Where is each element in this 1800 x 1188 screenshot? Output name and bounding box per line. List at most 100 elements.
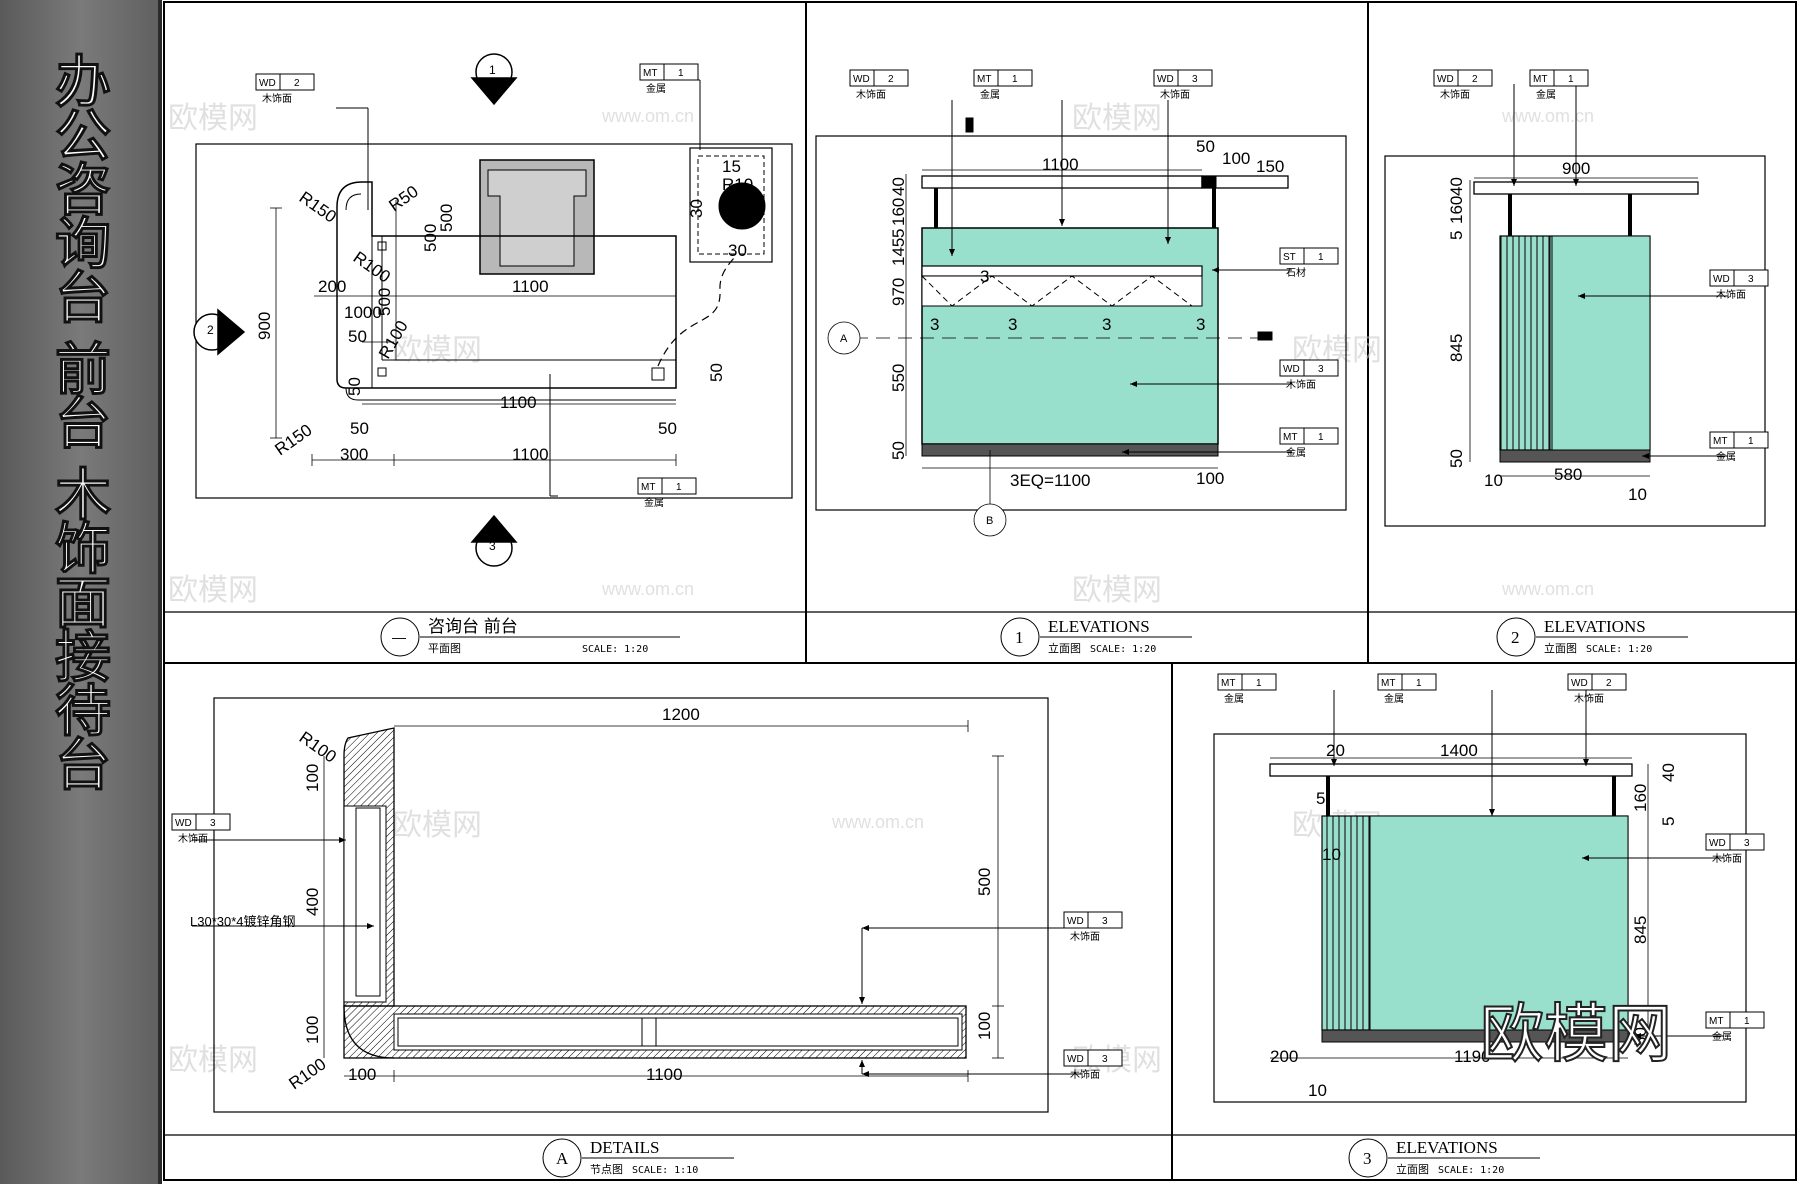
elev1-dim: 3 (1008, 315, 1017, 334)
tag-material: 木饰面 (1712, 852, 1742, 865)
elev1-dim: 40 (889, 177, 908, 196)
elev3-dim: 5 (1659, 817, 1678, 826)
panel-elev3 (1213, 690, 1747, 1103)
elev3-dim: 10 (1322, 845, 1341, 864)
tag-code: WD (1157, 74, 1174, 85)
panel-scale: SCALE: 1:20 (1586, 644, 1652, 655)
watermark: www.om.cn (601, 579, 694, 599)
elev1-dim: 145 (889, 238, 908, 266)
panel-subtitle: 立面图 (1048, 641, 1081, 655)
elev3-dim: 20 (1326, 741, 1345, 760)
plan-dim: 30 (728, 241, 747, 260)
details-dim: 400 (303, 888, 322, 916)
details-dim: 1200 (662, 705, 700, 724)
tag-material: 金属 (980, 88, 1000, 101)
plan-dim: 50 (707, 363, 726, 382)
panel-scale: SCALE: 1:20 (1090, 644, 1156, 655)
tag-code: MT (977, 74, 991, 85)
tag-material: 金属 (1536, 88, 1556, 101)
elev1-dim: 100 (1222, 149, 1250, 168)
tag-code: MT (1533, 74, 1547, 85)
tag-code: WD (1283, 364, 1300, 375)
elev2-dim: 160 (1447, 196, 1466, 224)
tag-material: 金属 (644, 496, 664, 509)
plan-dim: 300 (340, 445, 368, 464)
tag-code: MT (1713, 436, 1727, 447)
elev2-dim: 10 (1628, 485, 1647, 504)
section-marker-label: 1 (489, 63, 496, 77)
title-bubble: 1 (1015, 628, 1024, 647)
elev3-dim: 5 (1316, 789, 1325, 808)
tag-material: 木饰面 (856, 88, 886, 101)
tag-number: 1 (1748, 436, 1754, 447)
elev1-dim: 5 (889, 229, 908, 238)
plan-dim: 1000 (344, 303, 382, 322)
tag-code: WD (1067, 1054, 1084, 1065)
sheet-frame (163, 1, 1797, 1181)
elev2-dim: 845 (1447, 334, 1466, 362)
plan-dim: 50 (350, 419, 369, 438)
elev1-dim: 50 (889, 441, 908, 460)
tag-material: 木饰面 (1716, 288, 1746, 301)
tag-material: 木饰面 (1160, 88, 1190, 101)
panel-details (192, 697, 1082, 1113)
elev3-dim: 50 (1631, 1027, 1650, 1046)
title-bubble: 3 (1363, 1149, 1372, 1168)
tag-number: 1 (1318, 432, 1324, 443)
panel-scale: SCALE: 1:20 (1438, 1165, 1504, 1176)
watermark: 欧模网 (168, 574, 258, 607)
tag-number: 3 (1748, 274, 1754, 285)
elev1-dim: 550 (889, 364, 908, 392)
panel-scale: SCALE: 1:20 (582, 644, 648, 655)
elev1-dim: 3EQ=1100 (1010, 471, 1091, 490)
sidebar-title: 办公咨询台 前台 木饰面接待台 (46, 52, 111, 791)
plan-dim: R150 (296, 188, 340, 227)
plan-dim: R10 (722, 175, 753, 194)
tag-material: 木饰面 (178, 832, 208, 845)
elev1-dims: 1100 50 100 150 40 160 5 145 970 550 50 … (840, 137, 1284, 527)
plan-dim: 1100 (512, 445, 549, 464)
elev1-dim: 1100 (1042, 155, 1079, 174)
tag-number: 1 (1318, 252, 1324, 263)
tag-material: 木饰面 (262, 92, 292, 105)
tag-code: MT (1221, 678, 1235, 689)
tag-number: 1 (1012, 74, 1018, 85)
drawing-sheet: 欧模网 www.om.cn 欧模网 www.om.cn 欧模网 欧模网 欧模网 … (162, 0, 1800, 1184)
tag-material: 金属 (1716, 450, 1736, 463)
panel-subtitle: 节点图 (590, 1163, 623, 1176)
title-bubble: — (392, 629, 406, 645)
tag-code: WD (259, 78, 276, 89)
tag-number: 1 (678, 68, 684, 79)
elev1-mark: B (986, 515, 993, 527)
panel-elev1 (815, 100, 1347, 537)
plan-dim: 900 (255, 312, 274, 340)
tag-number: 3 (1102, 1054, 1108, 1065)
plan-dim: 50 (348, 327, 367, 346)
tag-material: 木饰面 (1070, 930, 1100, 943)
elev2-dim: 580 (1554, 465, 1582, 484)
title-sidebar: 办公咨询台 前台 木饰面接待台 (0, 0, 162, 1184)
panel-elev2 (1384, 84, 1766, 527)
plan-dim: R50 (385, 182, 421, 215)
panel-plan (193, 53, 793, 567)
elev3-dim: 160 (1631, 784, 1650, 812)
section-marker-label: 2 (207, 323, 214, 337)
details-dim: 100 (975, 1012, 994, 1040)
details-dim: 100 (348, 1065, 376, 1084)
tag-code: WD (1571, 678, 1588, 689)
elev2-dim: 900 (1562, 159, 1590, 178)
panel-title: DETAILS (590, 1138, 659, 1157)
elev3-dim: 845 (1631, 916, 1650, 944)
elev3-dims: 20 1400 40 160 5 5 10 845 200 1190 50 10 (1270, 741, 1678, 1100)
tag-code: WD (1713, 274, 1730, 285)
plan-dim: 1100 (500, 393, 537, 412)
tag-material: 木饰面 (1440, 88, 1470, 101)
